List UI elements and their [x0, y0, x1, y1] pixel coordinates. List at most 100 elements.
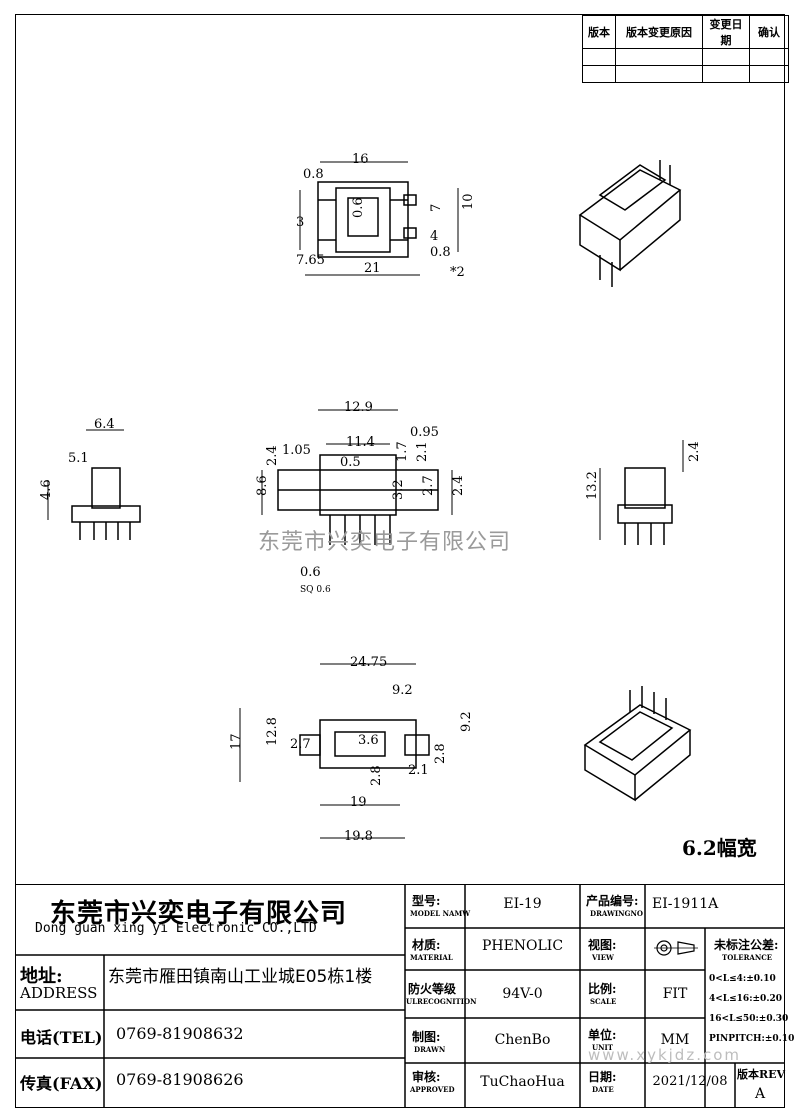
unit-label-cn: 单位:	[588, 1028, 617, 1042]
dim-fv-0-5: 0.5	[340, 455, 361, 470]
dim-top-7: 7	[429, 204, 444, 212]
view-label-cn: 视图:	[588, 938, 617, 952]
bottom-view	[239, 663, 430, 839]
fax-value: 0769-81908626	[116, 1070, 244, 1089]
tolerance-label-en: TOLERANCE	[722, 953, 773, 962]
unit-value: MM	[660, 1032, 690, 1048]
unit-label-en: UNIT	[592, 1043, 613, 1052]
material-value: PHENOLIC	[481, 938, 564, 954]
address-value: 东莞市雁田镇南山工业城E05栋1楼	[108, 967, 373, 987]
watermark-url: www.xykjdz.com	[588, 1046, 742, 1064]
dim-fv-2-1: 2.1	[415, 441, 430, 462]
dim-bv-9-2: 9.2	[392, 683, 413, 698]
dim-fv-3-2: 3.2	[391, 479, 406, 500]
width-note: 6.2幅宽	[682, 836, 757, 860]
dim-bv-2-8b: 2.8	[433, 743, 448, 764]
iso-view-top	[578, 160, 682, 287]
dim-bv-2-7: 2.7	[290, 737, 311, 752]
flame-label-cn: 防火等级	[408, 982, 457, 996]
side-view-left	[47, 429, 141, 540]
dim-fv-0-6: 0.6	[300, 565, 321, 580]
dim-bv-24-75: 24.75	[350, 655, 387, 670]
dim-bv-3-6: 3.6	[358, 733, 379, 748]
dim-sl-4-6: 4.6	[39, 479, 54, 500]
fax-label: 传真(FAX)	[20, 1074, 103, 1093]
side-right-labels: 2.4 13.2	[585, 441, 702, 500]
rev-value: A	[754, 1086, 766, 1102]
dim-fv-sq-0-6: SQ 0.6	[300, 585, 331, 595]
dim-sl-6-4: 6.4	[94, 417, 115, 432]
flame-value: 94V-0	[502, 986, 543, 1002]
tel-label: 电话(TEL)	[20, 1028, 103, 1047]
scale-label-cn: 比例:	[588, 982, 617, 996]
dim-bv-9-2b: 9.2	[459, 711, 474, 732]
dim-bv-12-8: 12.8	[265, 717, 280, 746]
model-value: EI-19	[503, 896, 542, 912]
approved-value: TuChaoHua	[480, 1074, 565, 1090]
flame-label-en: ULRECOGNITION	[406, 997, 477, 1006]
top-view	[299, 161, 459, 276]
tolerance-2: 4<L≤16:±0.20	[709, 994, 782, 1004]
dim-bv-19-8: 19.8	[344, 829, 373, 844]
bottom-view-labels: 24.75 9.2 9.2 17 12.8 2.7 3.6 2.1 2.8 2.…	[229, 655, 474, 844]
rev-header-confirm: 确认	[749, 15, 789, 49]
front-view-labels: 12.9 11.4 1.05 0.5 0.95 2.4 8.6 3.2 2.7 …	[255, 400, 466, 595]
dim-top-0-6: 0.6	[351, 197, 366, 218]
dim-fv-11-4: 11.4	[346, 435, 375, 450]
drawn-label-en: DRAWN	[414, 1045, 446, 1054]
drawingno-label-en: DRAWINGNO	[590, 909, 643, 918]
scale-value: FIT	[662, 986, 688, 1002]
dim-top-x2: *2	[450, 265, 465, 280]
address-label-en: ADDRESS	[20, 984, 98, 1002]
iso-view-bottom	[583, 686, 692, 802]
drawingno-label-cn: 产品编号:	[586, 894, 639, 908]
dim-top-3: 3	[296, 215, 304, 230]
dim-top-0-8: 0.8	[303, 167, 324, 182]
dim-fv-8-6: 8.6	[255, 475, 270, 496]
dim-fv-1-7: 1.7	[395, 441, 410, 462]
dim-fv-12-9: 12.9	[344, 400, 373, 415]
date-label-en: DATE	[592, 1085, 614, 1094]
dim-top-21: 21	[364, 261, 381, 276]
dim-sl-5-1: 5.1	[68, 451, 89, 466]
drawn-value: ChenBo	[494, 1032, 551, 1048]
dim-fv-2-7: 2.7	[421, 475, 436, 496]
title-block	[15, 884, 785, 1108]
drawingno-value: EI-1911A	[652, 896, 719, 912]
approved-label-en: APPROVED	[410, 1085, 455, 1094]
side-left-labels: 6.4 5.1 4.6	[39, 417, 115, 500]
dim-fv-2-4: 2.4	[265, 445, 280, 466]
date-value: 2021/12/08	[652, 1074, 728, 1089]
company-name-en: Dong guan xing yi Electronic CO.,LTD	[35, 921, 317, 936]
material-label-cn: 材质:	[412, 938, 441, 952]
watermark-text: 东莞市兴奕电子有限公司	[258, 530, 512, 555]
dim-top-4: 4	[430, 229, 438, 244]
dim-bv-17: 17	[229, 733, 244, 750]
dim-top-16: 16	[352, 152, 369, 167]
tolerance-1: 0<L≤4:±0.10	[709, 974, 776, 984]
model-label-cn: 型号:	[412, 894, 441, 908]
material-label-en: MATERIAL	[410, 953, 453, 962]
projection-symbol-icon	[654, 940, 698, 956]
rev-header-reason: 版本变更原因	[615, 15, 703, 49]
dim-bv-2-8: 2.8	[369, 765, 384, 786]
view-label-en: VIEW	[592, 953, 614, 962]
revision-table: 版本 版本变更原因 变更日期 确认	[582, 15, 789, 83]
dim-top-10: 10	[461, 193, 476, 210]
tolerance-3: 16<L≤50:±0.30	[709, 1014, 789, 1024]
address-label-cn: 地址:	[20, 966, 63, 987]
dim-fv-2-4b: 2.4	[451, 475, 466, 496]
dim-bv-2-1: 2.1	[408, 763, 429, 778]
scale-label-en: SCALE	[590, 997, 617, 1006]
top-view-labels: 16 0.8 0.6 7 10 3 7.65 21 0.8 *2 4	[296, 152, 476, 280]
rev-label: 版本REV	[737, 1068, 786, 1081]
technical-drawing: 16 0.8 0.6 7 10 3 7.65 21 0.8 *2 4 6.4 5…	[39, 152, 702, 844]
dim-top-7-65: 7.65	[296, 253, 325, 268]
approved-label-cn: 审核:	[412, 1070, 441, 1084]
dim-fv-0-95: 0.95	[410, 425, 439, 440]
tolerance-label-cn: 未标注公差:	[714, 938, 779, 952]
tel-value: 0769-81908632	[116, 1024, 244, 1043]
front-view	[261, 409, 453, 545]
dim-sr-13-2: 13.2	[585, 471, 600, 500]
